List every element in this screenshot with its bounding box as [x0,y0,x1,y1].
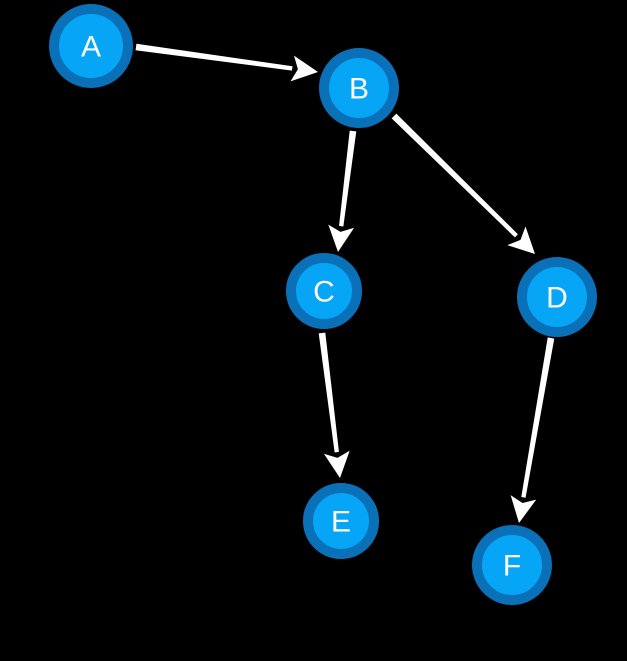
edge-shaft [339,130,357,227]
arrowhead-icon [323,450,350,478]
graph-node-e[interactable]: E [303,483,379,559]
graph-edge-b-c [328,130,357,252]
node-label: D [546,282,568,315]
node-circle[interactable] [49,4,133,88]
graph-node-a[interactable]: A [49,4,133,88]
arrowhead-icon [510,495,537,523]
node-label: C [313,276,335,309]
node-label: E [331,506,351,539]
edges-layer [135,43,555,523]
graph-edge-c-e [318,332,350,478]
arrowhead-icon [507,226,535,254]
node-label: B [349,73,369,106]
graph-edge-a-b [135,43,318,82]
node-label: A [81,31,101,64]
graph-node-c[interactable]: C [286,253,362,329]
edge-shaft [391,113,518,238]
graph-node-d[interactable]: D [517,257,597,337]
arrowhead-icon [328,224,355,252]
node-circle[interactable] [472,525,552,605]
edge-shaft [318,332,339,453]
node-label: F [503,550,521,583]
node-circle[interactable] [517,257,597,337]
graph-node-b[interactable]: B [319,48,399,128]
node-circle[interactable] [286,253,362,329]
graph-node-f[interactable]: F [472,525,552,605]
node-circle[interactable] [319,48,399,128]
edge-shaft [135,43,293,71]
edge-shaft [521,337,555,498]
nodes-layer: A B C D E F [49,4,597,605]
arrowhead-icon [290,55,318,82]
node-circle[interactable] [303,483,379,559]
graph-edge-b-d [391,113,535,254]
graph-edge-d-f [510,337,555,523]
